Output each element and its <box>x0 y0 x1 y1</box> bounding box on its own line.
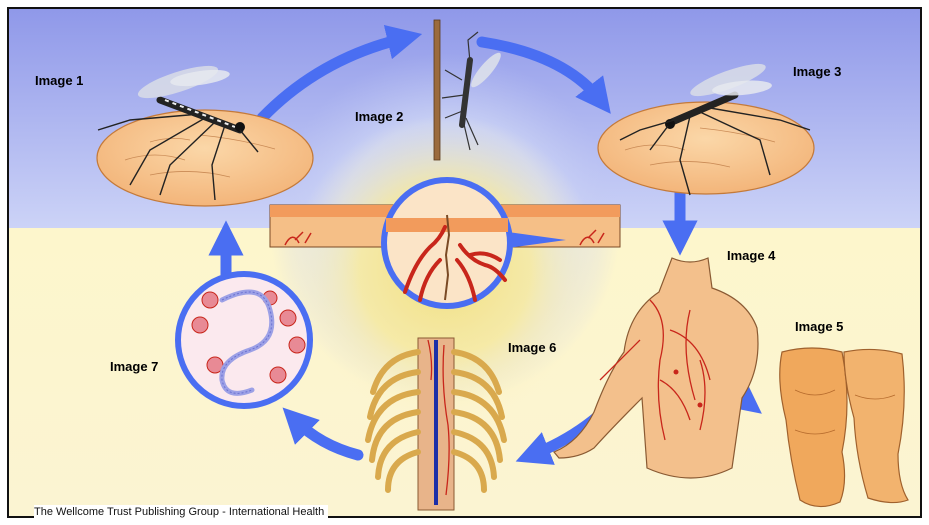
image7-microfilaria-circle <box>178 274 310 406</box>
label-image-5: Image 5 <box>795 319 843 334</box>
publisher-credit: The Wellcome Trust Publishing Group - In… <box>34 505 328 520</box>
label-image-3: Image 3 <box>793 64 841 79</box>
label-image-6: Image 6 <box>508 340 556 355</box>
label-image-4: Image 4 <box>727 248 775 263</box>
label-image-2: Image 2 <box>355 109 403 124</box>
label-image-7: Image 7 <box>110 359 158 374</box>
image5-swollen-legs <box>780 348 908 507</box>
image6-rib-cage <box>368 338 504 510</box>
label-image-1: Image 1 <box>35 73 83 88</box>
